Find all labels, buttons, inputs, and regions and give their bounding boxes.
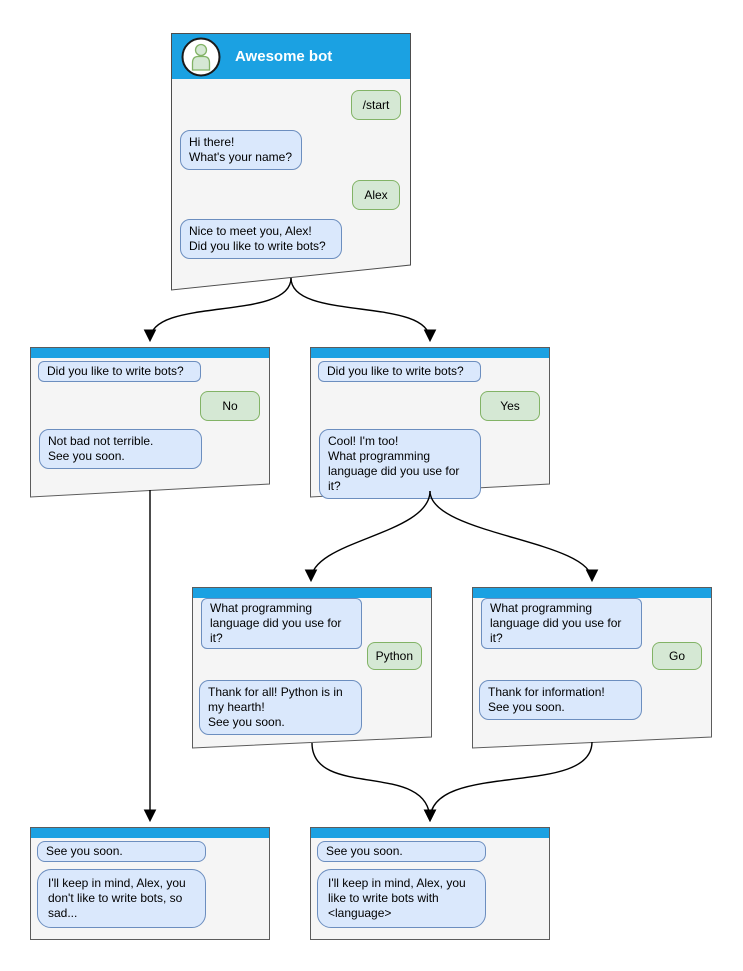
bot-message: See you soon. <box>317 841 486 862</box>
bot-message: Nice to meet you, Alex! Did you like to … <box>180 219 342 259</box>
user-message: /start <box>351 90 401 120</box>
chat-header: Awesome bot <box>172 34 410 79</box>
bot-avatar-icon <box>181 37 221 77</box>
bot-message: Hi there! What's your name? <box>180 130 302 170</box>
chat-header-strip <box>473 588 711 598</box>
bot-message: Did you like to write bots? <box>38 361 201 382</box>
chat-header-strip <box>31 828 269 838</box>
bot-message: Not bad not terrible. See you soon. <box>39 429 202 469</box>
bot-message: Did you like to write bots? <box>318 361 481 382</box>
chat-window-end-no: See you soon. I'll keep in mind, Alex, y… <box>30 827 270 940</box>
user-message: Alex <box>352 180 400 210</box>
bot-message: I'll keep in mind, Alex, you like to wri… <box>317 869 486 928</box>
bot-message: Cool! I'm too! What programming language… <box>319 429 481 499</box>
chat-window-branch-no: Did you like to write bots? No Not bad n… <box>30 347 270 498</box>
chat-header-strip <box>193 588 431 598</box>
edge-python-to-end <box>311 742 437 823</box>
user-message: Go <box>652 642 702 670</box>
bot-message: What programming language did you use fo… <box>201 598 362 649</box>
chat-header-strip <box>311 348 549 358</box>
chat-window-branch-python: What programming language did you use fo… <box>192 587 432 749</box>
edge-go-to-end <box>423 741 593 823</box>
bot-title: Awesome bot <box>235 48 333 65</box>
user-message: No <box>200 391 260 421</box>
bot-message: I'll keep in mind, Alex, you don't like … <box>37 869 206 928</box>
chat-header-strip <box>31 348 269 358</box>
chat-window-main: Awesome bot /start Hi there! What's your… <box>171 33 411 291</box>
user-message: Python <box>366 642 422 670</box>
chat-window-branch-go: What programming language did you use fo… <box>472 587 712 749</box>
bot-message: What programming language did you use fo… <box>481 598 642 649</box>
bot-message: Thank for information! See you soon. <box>479 680 642 720</box>
chat-window-branch-yes: Did you like to write bots? Yes Cool! I'… <box>310 347 550 499</box>
bot-message: See you soon. <box>37 841 206 862</box>
chat-header-strip <box>311 828 549 838</box>
bot-message: Thank for all! Python is in my hearth! S… <box>199 680 362 735</box>
edge-yes-to-go <box>429 490 599 583</box>
chat-window-end-yes: See you soon. I'll keep in mind, Alex, y… <box>310 827 550 940</box>
edge-yes-to-python <box>304 490 431 583</box>
user-message: Yes <box>480 391 540 421</box>
